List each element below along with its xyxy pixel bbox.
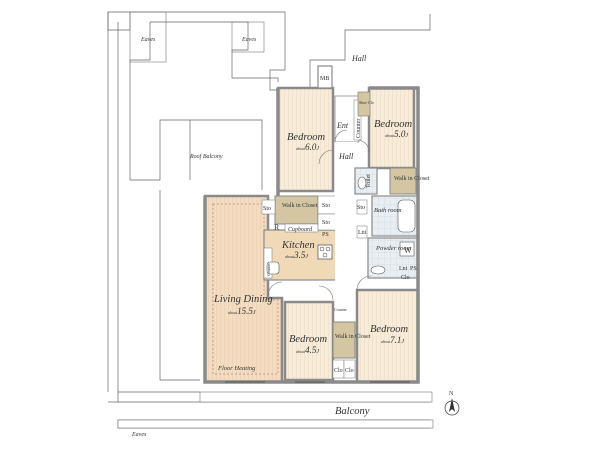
hall-corridor: [335, 142, 357, 287]
living-dining-unit: J: [253, 310, 256, 316]
bath-room-label: Bath room: [374, 207, 402, 214]
hall-inner-label: Hall: [338, 152, 354, 161]
north-compass: N: [444, 391, 460, 416]
kitchen-prefix: about: [285, 254, 295, 259]
sto-kitchen-left: [261, 199, 276, 215]
balcony-area: [199, 391, 433, 403]
bedroom-mid-unit: J: [316, 349, 319, 355]
bedroom-bottom-right-unit: J: [401, 339, 404, 345]
shoe-clo-label: Shoe Clo: [359, 100, 374, 105]
shoe-closet: [357, 91, 371, 117]
toilet-bowl: [357, 176, 367, 190]
walkin-closet-mid: [332, 321, 356, 359]
eaves-box-left: [129, 11, 167, 63]
walkin-kitchen-name: Walk in Closet: [282, 203, 318, 209]
eaves-top-left-label: Eaves: [140, 37, 156, 43]
bathtub: [397, 199, 416, 233]
counter-corridor-label: Counter: [334, 307, 348, 312]
living-dining-floor: [203, 194, 284, 384]
bedroom-bottom-right-size-value: 7.1: [390, 335, 401, 345]
living-dining-prefix: about: [228, 310, 238, 315]
bedroom-right-prefix: about: [385, 133, 395, 138]
clo-b-box: [343, 359, 356, 379]
sto-kitchen-left-label: Sto: [263, 206, 271, 212]
walkin-right-label: Walk in Closet: [394, 176, 430, 182]
lnt-powder-label: Lnt: [399, 266, 408, 272]
living-dining-size: about15.5J: [228, 306, 256, 316]
bedroom-right-unit: J: [405, 133, 408, 139]
compass-arrow-icon: [449, 398, 455, 412]
w-label: W: [404, 246, 412, 255]
clo-b-label: Clo: [345, 368, 354, 374]
bedroom-right-name: Bedroom: [374, 119, 413, 130]
bedroom-bottom-right-prefix: about: [381, 339, 391, 344]
kitchen-size: about3.5J: [285, 250, 308, 260]
counter-kitchen-label: Counter: [266, 262, 271, 276]
bedroom-top-unit: J: [316, 146, 319, 152]
sto-hall-label: Sto: [357, 205, 365, 211]
exterior-walls: [203, 86, 420, 384]
kitchen-size-value: 3.5: [293, 250, 306, 260]
bedroom-top-size-value: 6.0: [305, 142, 317, 152]
walkin-closet-right: [389, 167, 417, 195]
lnt-hall-label: Lnt: [358, 230, 367, 236]
compass-n-label: N: [449, 391, 454, 397]
washer: [399, 241, 415, 257]
stove: [317, 244, 333, 260]
sto-hall-box: [356, 199, 368, 215]
counter-ent-label: Counter: [356, 119, 362, 138]
clo-powder-label: Clo: [401, 275, 410, 281]
living-dining-name: Living Dining: [213, 294, 273, 305]
stove-burner: [319, 246, 325, 252]
washbasin: [370, 265, 386, 275]
bedroom-top-size: about6.0J: [296, 142, 319, 152]
bedroom-top-prefix: about: [296, 146, 306, 151]
floor-heating-zone: [212, 203, 279, 375]
kitchen-unit: J: [305, 254, 308, 260]
stove-burner: [322, 252, 328, 258]
sink: [266, 261, 280, 275]
bedroom-right-size-value: 5.0: [394, 129, 406, 139]
hall-outer-label: Hall: [351, 54, 367, 63]
lnt-box: [356, 225, 368, 239]
stove-burner: [325, 246, 331, 252]
walkin-closet-kitchen: [274, 195, 319, 225]
ent-label: Ent: [336, 121, 349, 130]
bedroom-mid-name: Bedroom: [289, 334, 328, 345]
bedroom-right-size: about5.0J: [385, 129, 408, 139]
walkin-mid-label: Walk in Closet: [335, 334, 371, 340]
bedroom-mid-floor: [283, 300, 335, 382]
bedroom-bottom-right-size: about7.1J: [381, 335, 404, 345]
door-swings: [267, 129, 372, 301]
sto-b-label: Sto: [322, 220, 330, 226]
living-dining-size-value: 15.5: [237, 306, 253, 316]
bedroom-bottom-right-name: Bedroom: [370, 324, 409, 335]
toilet-label: Toilet: [366, 174, 372, 188]
bedroom-top-name: Bedroom: [287, 132, 326, 143]
mb-box: [317, 65, 333, 89]
kitchen-name: Kitchen: [281, 240, 315, 251]
floor-heating-label: Floor Heating: [217, 365, 256, 372]
eaves-box-right: [231, 21, 265, 53]
walkin-mid-name: Walk in Closet: [335, 334, 371, 340]
walkin-right-name: Walk in Closet: [394, 176, 430, 182]
sto-a-label: Sto: [322, 203, 330, 209]
ps-powder-label: PS: [410, 266, 417, 272]
eaves-top-right-label: Eaves: [241, 37, 257, 43]
bedroom-mid-size: about4.5J: [296, 345, 319, 355]
balcony-label: Balcony: [335, 406, 370, 417]
roof-balcony-label: Roof Balcony: [189, 153, 223, 160]
cupboard-label: Cupboard: [288, 227, 313, 233]
bedroom-mid-size-value: 4.5: [305, 345, 317, 355]
r-label: R: [274, 223, 280, 232]
bedroom-mid-prefix: about: [296, 349, 306, 354]
walkin-kitchen-label: Walk in Closet: [282, 203, 318, 209]
mb-label: MB: [320, 76, 329, 82]
ps-kitchen-label: PS: [322, 232, 329, 238]
clo-a-label: Clo: [334, 368, 343, 374]
powder-room-label: Powder room: [375, 245, 412, 252]
balcony-rail: [117, 419, 434, 429]
eaves-bottom-label: Eaves: [131, 432, 147, 438]
